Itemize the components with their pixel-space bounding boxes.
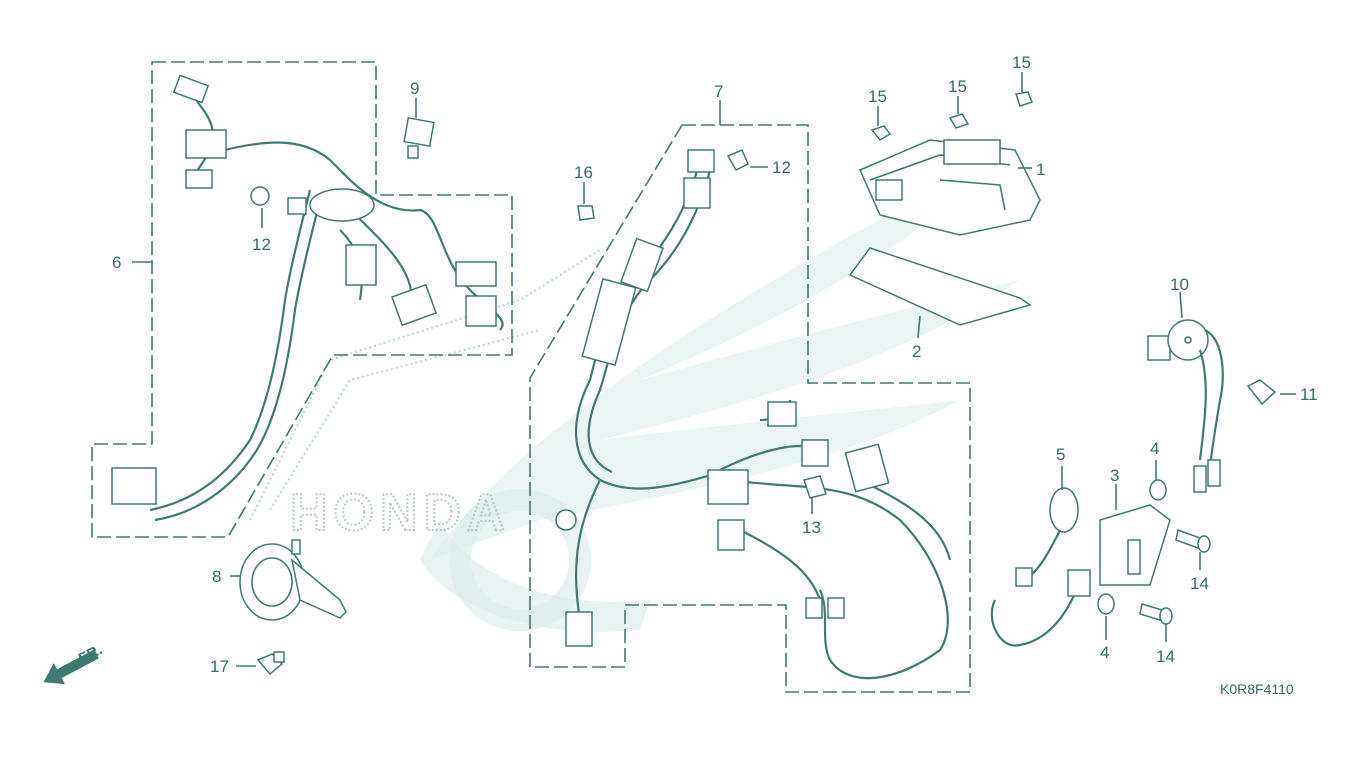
callout-4-upper: 4 bbox=[1150, 439, 1159, 458]
callout-6: 6 bbox=[112, 253, 121, 272]
leader-lines bbox=[132, 72, 1296, 667]
callout-15-right: 15 bbox=[1012, 53, 1031, 72]
callout-14-lower: 14 bbox=[1156, 647, 1175, 666]
control-unit bbox=[859, 139, 1041, 236]
wire-harness-main bbox=[555, 149, 952, 680]
clip-4a bbox=[1149, 479, 1167, 501]
callout-12-right: 12 bbox=[772, 158, 791, 177]
control-unit-plate bbox=[848, 247, 1032, 326]
clip-4b bbox=[1097, 593, 1115, 615]
callout-9: 9 bbox=[410, 79, 419, 98]
nut-15a bbox=[870, 125, 892, 141]
callout-3: 3 bbox=[1110, 466, 1119, 485]
callout-4-lower: 4 bbox=[1100, 643, 1109, 662]
callout-1: 1 bbox=[1036, 160, 1045, 179]
callout-15-left: 15 bbox=[868, 87, 887, 106]
callout-15-middle: 15 bbox=[948, 77, 967, 96]
honda-watermark-text: HONDA bbox=[290, 484, 511, 542]
group-outline-6 bbox=[91, 61, 513, 538]
callout-5: 5 bbox=[1056, 445, 1065, 464]
bolt-17 bbox=[256, 651, 285, 676]
clip-12a bbox=[250, 186, 270, 206]
sensor-unit bbox=[1147, 319, 1277, 493]
callout-11: 11 bbox=[1300, 385, 1318, 404]
horn bbox=[239, 539, 347, 621]
nut-15c bbox=[1015, 91, 1033, 107]
bolt-14a bbox=[1175, 528, 1211, 553]
spark-plug-cap bbox=[1015, 487, 1079, 587]
honda-wing-watermark bbox=[249, 150, 1020, 632]
bolt-16 bbox=[577, 205, 595, 221]
group-outline-7 bbox=[529, 124, 971, 693]
callout-7: 7 bbox=[714, 82, 723, 101]
callout-17: 17 bbox=[210, 657, 229, 676]
ignition-coil bbox=[990, 504, 1171, 647]
callout-12-left: 12 bbox=[252, 235, 271, 254]
callout-14-upper: 14 bbox=[1190, 574, 1209, 593]
callout-8: 8 bbox=[212, 567, 221, 586]
nut-15b bbox=[948, 113, 970, 129]
callout-16: 16 bbox=[574, 163, 593, 182]
clip-12b bbox=[726, 149, 749, 171]
drawing-code: K0R8F4110 bbox=[1220, 681, 1294, 697]
callout-13: 13 bbox=[802, 518, 821, 537]
front-direction-arrow bbox=[43, 649, 99, 685]
bolt-14b bbox=[1139, 603, 1173, 625]
wire-harness-left bbox=[111, 74, 504, 522]
clip-13 bbox=[803, 475, 827, 499]
relay-9 bbox=[403, 117, 435, 159]
callout-10: 10 bbox=[1170, 275, 1189, 294]
callout-2: 2 bbox=[912, 342, 921, 361]
